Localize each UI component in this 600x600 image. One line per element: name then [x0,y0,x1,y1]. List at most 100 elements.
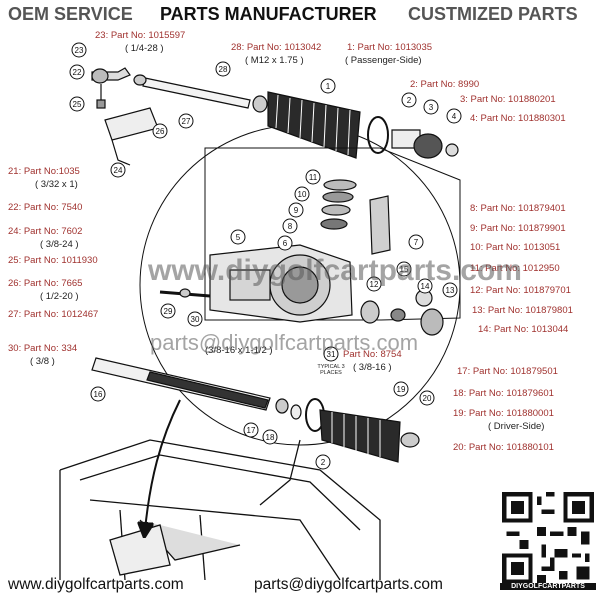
svg-text:15: 15 [400,265,409,274]
svg-text:22: 22 [73,68,82,77]
label-part-31: Part No: 8754 [343,349,402,360]
svg-text:13: 13 [446,286,455,295]
svg-text:27: 27 [182,117,191,126]
qr-caption: DIYGOLFCARTPARTS [500,583,596,590]
footer-email[interactable]: parts@diygolfcartparts.com [254,576,443,593]
callout-17: 17 [243,422,259,438]
label-part-23-spec: ( 1/4-28 ) [125,43,164,54]
svg-text:23: 23 [75,46,84,55]
svg-text:18: 18 [266,433,275,442]
svg-text:30: 30 [191,315,200,324]
part-13 [420,308,444,336]
inner-tie-rod-4 [413,133,443,159]
jam-nut-28 [252,95,268,113]
label-part-3: 3: Part No: 101880201 [460,94,556,105]
label-part-14: 14: Part No: 1013044 [478,324,569,335]
cart-frame [59,399,381,581]
callout-12: 12 [366,276,382,292]
label-part-18: 18: Part No: 101879601 [453,388,554,399]
callout-25: 25 [69,96,85,112]
callout-1: 1 [320,78,336,94]
label-part-23: 23: Part No: 1015597 [95,30,186,41]
label-part-1-spec: ( Passenger-Side) [345,55,422,66]
bellows-driver [319,409,401,463]
callout-20: 20 [419,390,435,406]
header-customized-parts: CUSTMIZED PARTS [408,4,578,24]
label-part-30-spec: ( 3/8 ) [30,356,55,367]
svg-text:29: 29 [164,307,173,316]
label-part-13: 13: Part No: 101879801 [472,305,573,316]
label-part-19-spec: ( Driver-Side) [488,421,545,432]
label-part-22: 22: Part No: 7540 [8,202,83,213]
svg-text:24: 24 [114,166,123,175]
label-part-12: 12: Part No: 101879701 [470,285,571,296]
callout-2: 2 [401,92,417,108]
svg-text:2: 2 [407,96,412,105]
svg-text:3: 3 [429,103,434,112]
svg-text:2: 2 [321,458,326,467]
callout-23: 23 [71,42,87,58]
bellows-passenger [267,91,361,159]
label-typical: TYPICAL 3 PLACES [317,364,345,376]
svg-text:5: 5 [236,233,241,242]
tie-rod-27 [142,77,251,109]
svg-text:16: 16 [94,390,103,399]
callout-13: 13 [442,282,458,298]
qr-code [502,492,594,584]
label-part-28: 28: Part No: 1013042 [231,42,322,53]
label-part-20: 20: Part No: 101880101 [453,442,554,453]
svg-text:19: 19 [397,385,406,394]
pinion-stack [320,179,391,255]
watermark-email: parts@diygolfcartparts.com [150,330,419,355]
callout-31: 31 [323,346,339,362]
label-part-8: 8: Part No: 101879401 [470,203,566,214]
label-part-27: 27: Part No: 1012467 [8,309,99,320]
callout-7: 7 [408,234,424,250]
header-oem-service: OEM SERVICE [8,4,133,24]
svg-text:31: 31 [327,350,336,359]
callout-27: 27 [178,113,194,129]
label-part-17: 17: Part No: 101879501 [457,366,558,377]
label-part-4: 4: Part No: 101880301 [470,113,566,124]
svg-text:4: 4 [452,112,457,121]
svg-text:17: 17 [247,426,256,435]
callout-28: 28 [215,61,231,77]
label-part-24: 24: Part No: 7602 [8,226,83,237]
callout-5: 5 [230,229,246,245]
rack-16 [91,357,271,411]
part-12 [360,300,380,324]
svg-text:6: 6 [283,239,288,248]
callout-4: 4 [446,108,462,124]
label-part-9: 9: Part No: 101879901 [470,223,566,234]
label-part-2: 2: Part No: 8990 [410,79,480,90]
callout-15: 15 [396,261,412,277]
svg-text:9: 9 [294,206,299,215]
callout-numbers: 23 22 25 26 24 27 28 1 2 3 4 11 10 9 8 7… [69,42,462,470]
callout-2b: 2 [315,454,331,470]
callout-24: 24 [110,162,126,178]
callout-18: 18 [262,429,278,445]
label-part-10: 10: Part No: 1013051 [470,242,561,253]
callout-30: 30 [187,311,203,327]
footer-website[interactable]: www.diygolfcartparts.com [8,576,184,593]
watermark-site: www.diygolfcartparts.com [148,254,522,287]
svg-text:26: 26 [156,127,165,136]
label-part-26: 26: Part No: 7665 [8,278,83,289]
svg-text:1: 1 [326,82,331,91]
callout-26: 26 [152,123,168,139]
bracket [104,107,159,141]
svg-text:14: 14 [421,282,430,291]
callout-8: 8 [282,218,298,234]
label-part-30: 30: Part No: 334 [8,343,78,354]
gear-housing-5 [209,244,353,323]
clamp-2 [367,116,389,154]
callout-11: 11 [305,169,321,185]
callout-29: 29 [160,303,176,319]
header-parts-manufacturer: PARTS MANUFACTURER [160,4,377,24]
callout-22: 22 [69,64,85,80]
label-bolt-spec: (3/8-16 x 1-1/2 ) [205,345,273,356]
part-14 [390,308,406,322]
callout-6: 6 [277,235,293,251]
label-part-21-spec: ( 3/32 x 1) [35,179,78,190]
